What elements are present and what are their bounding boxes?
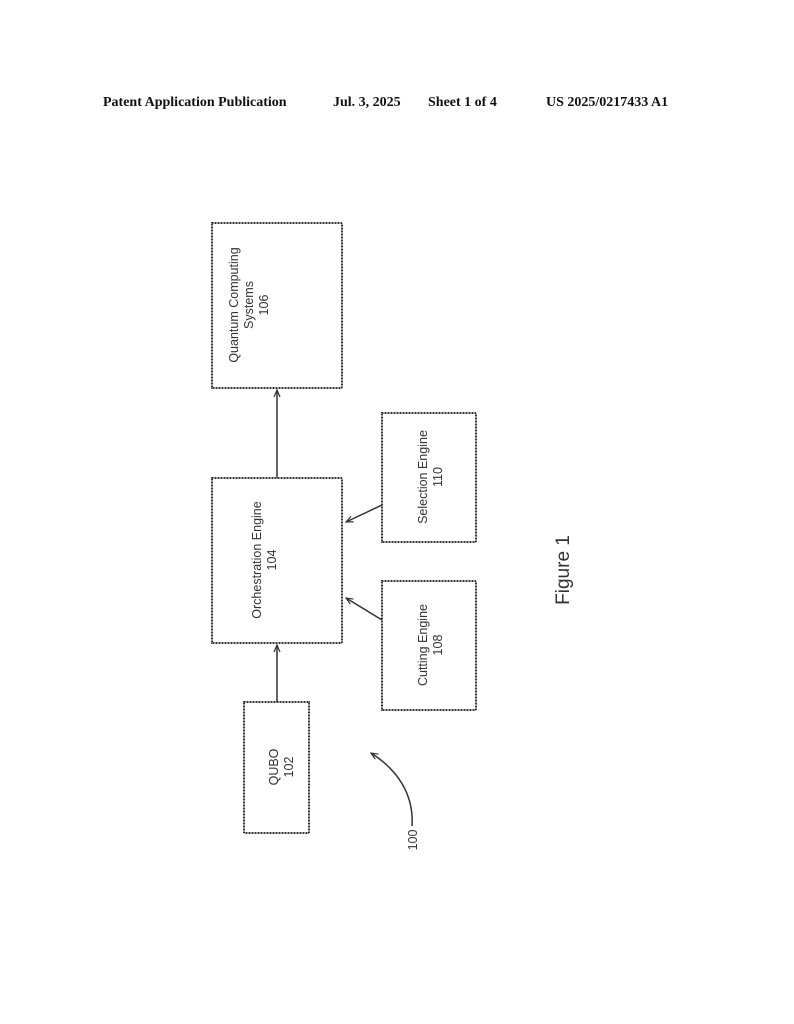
selection-label: Selection Engine — [416, 430, 430, 524]
figure-label: Figure 1 — [553, 535, 574, 605]
header-publication: Patent Application Publication — [103, 95, 287, 110]
system-ref-leader — [371, 753, 413, 827]
qubo-box — [243, 701, 310, 834]
cutting-ref: 108 — [431, 635, 445, 656]
quantum-computing-box — [211, 222, 343, 389]
arrow-cutting-to-orchestration — [346, 598, 383, 621]
header-date: Jul. 3, 2025 — [333, 95, 401, 110]
qubo-label: QUBO — [267, 748, 281, 785]
cutting-engine-box — [381, 580, 477, 711]
header-sheet: Sheet 1 of 4 — [428, 95, 497, 110]
orchestration-engine-box — [211, 477, 343, 644]
quantum-ref: 106 — [257, 295, 271, 316]
quantum-label-line2: Systems — [242, 281, 256, 329]
orchestration-ref: 104 — [265, 550, 279, 571]
selection-ref: 110 — [431, 467, 445, 487]
arrow-selection-to-orchestration — [346, 504, 383, 523]
header-number: US 2025/0217433 A1 — [546, 95, 669, 110]
qubo-ref: 102 — [282, 757, 296, 778]
quantum-label-line1: Quantum Computing — [227, 247, 241, 362]
orchestration-label: Orchestration Engine — [250, 501, 264, 618]
selection-engine-box — [381, 412, 477, 543]
cutting-label: Cutting Engine — [416, 604, 430, 686]
system-ref-label: 100 — [406, 830, 420, 851]
